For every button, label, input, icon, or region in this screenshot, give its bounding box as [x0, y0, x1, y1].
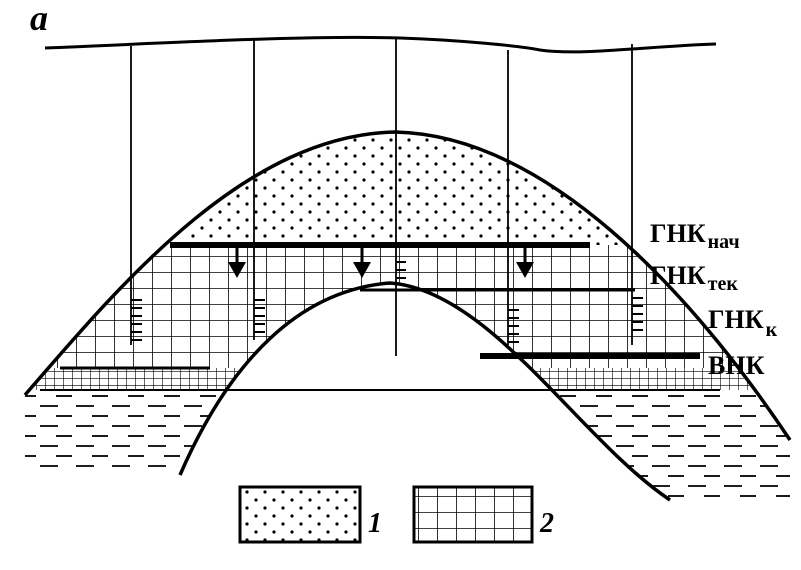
- perforation-well-5: [632, 297, 643, 331]
- bottom-formation-boundary: [178, 281, 671, 502]
- legend-number-2: 2: [539, 508, 554, 539]
- svg-text:ВНК: ВНК: [708, 351, 765, 380]
- contact-label-vnk: ВНК: [708, 351, 765, 380]
- transition-zone: [25, 368, 790, 390]
- legend: 1 2: [238, 485, 554, 544]
- reservoir-zones: [25, 132, 790, 500]
- water-zone-left: [25, 390, 245, 500]
- perforation-well-1: [131, 299, 142, 341]
- water-zone-right: [520, 390, 790, 500]
- down-arrow-3: [516, 248, 534, 278]
- legend-number-1: 1: [368, 508, 382, 539]
- legend-swatch-grid: [412, 485, 534, 544]
- legend-swatch-dots: [238, 485, 362, 544]
- ground-surface-line: [44, 35, 717, 54]
- down-arrow-2: [353, 248, 371, 278]
- panel-label: а: [30, 0, 48, 38]
- perforation-well-2: [254, 299, 265, 333]
- perforation-well-3: [396, 261, 406, 279]
- down-arrow-1: [228, 248, 246, 278]
- perforation-well-4: [508, 309, 519, 343]
